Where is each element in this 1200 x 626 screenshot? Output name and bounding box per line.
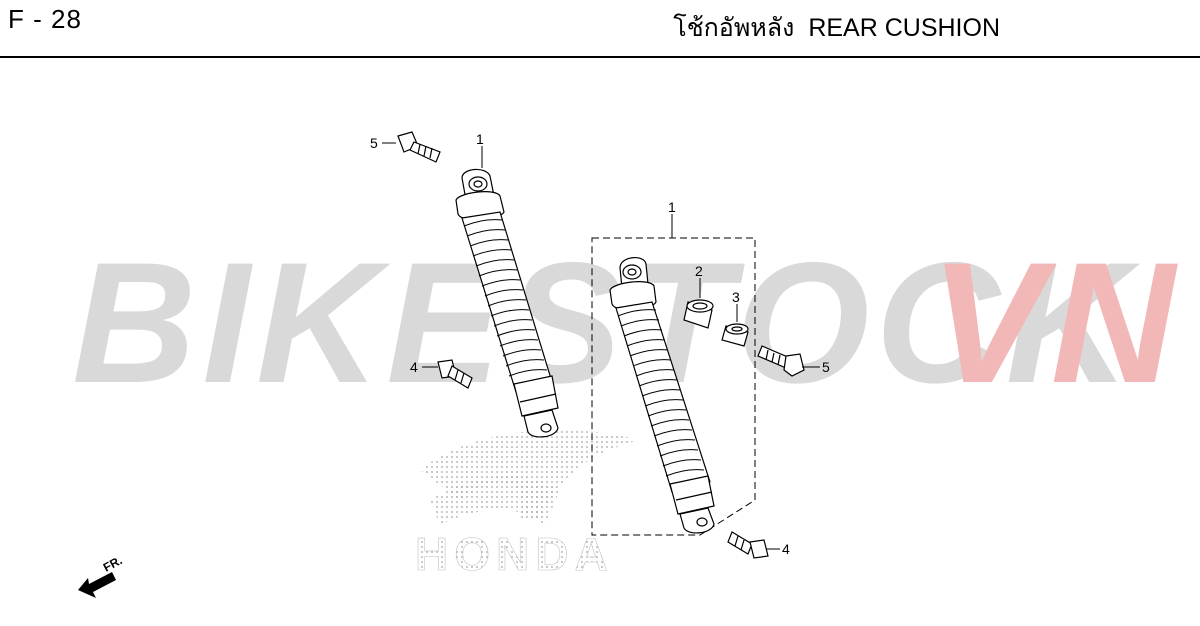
leader-lines — [382, 142, 820, 550]
callout-1-left: 1 — [476, 131, 484, 147]
watermark-text-main: BIKESTOCK — [72, 227, 1141, 419]
watermark: BIKESTOCK VN — [72, 227, 1181, 419]
bolt-part-4-left — [437, 359, 473, 389]
collar-part-3 — [721, 323, 749, 347]
honda-wing-icon — [420, 430, 640, 520]
front-arrow-icon — [78, 572, 116, 598]
page-title: โช้กอัพหลัง REAR CUSHION — [673, 8, 1000, 48]
header-rule — [0, 56, 1200, 58]
left-spring-coils — [463, 219, 548, 377]
front-label: FR. — [101, 553, 125, 574]
bolt-part-4-right — [727, 531, 769, 559]
honda-logo-text: HONDA — [415, 528, 614, 580]
page-title-thai: โช้กอัพหลัง — [673, 14, 795, 42]
assembly-bracket — [591, 237, 756, 536]
page-code: F - 28 — [8, 4, 82, 34]
page-title-english: REAR CUSHION — [808, 14, 1000, 42]
callout-4-left: 4 — [410, 359, 418, 375]
callout-3: 3 — [732, 289, 740, 305]
front-direction-marker: FR. — [78, 553, 124, 598]
right-spring-coils — [617, 309, 705, 477]
callout-5-lower: 5 — [822, 359, 830, 375]
callout-5-upper: 5 — [370, 135, 378, 151]
callout-4-right: 4 — [782, 541, 790, 557]
watermark-text-accent: VN — [930, 227, 1181, 419]
callout-2: 2 — [695, 263, 703, 279]
bushing-part-2 — [683, 299, 714, 329]
bolt-part-5-lower — [757, 345, 805, 377]
callouts: 1 1 2 3 4 4 5 5 — [370, 131, 830, 557]
bolt-part-5-upper — [397, 131, 441, 163]
rear-cushion-right — [591, 237, 756, 536]
rear-cushion-left — [455, 168, 559, 438]
honda-logo: HONDA — [415, 430, 640, 580]
callout-1-right: 1 — [668, 199, 676, 215]
